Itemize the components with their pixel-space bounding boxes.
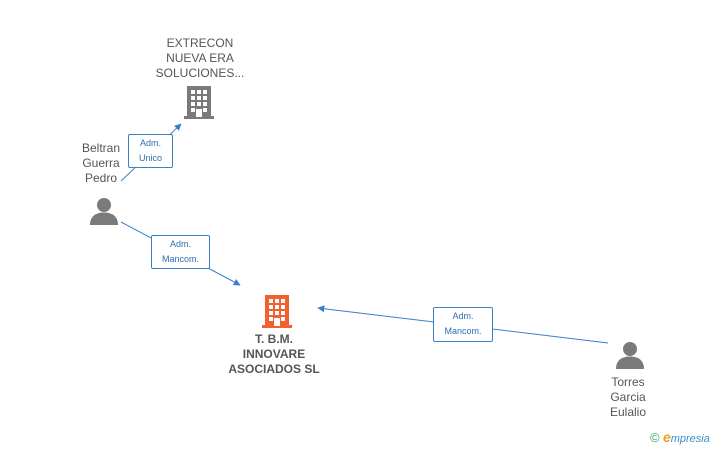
company-label-extrecon[interactable]: EXTRECON NUEVA ERA SOLUCIONES... xyxy=(155,36,245,80)
empresia-logo: © empresia xyxy=(650,429,710,445)
brand-rest: mpresia xyxy=(670,433,710,445)
copyright-symbol: © xyxy=(650,430,660,445)
edge-label-adm-mancom: Adm. Mancom. xyxy=(151,235,210,269)
edge-label-adm-mancom: Adm. Mancom. xyxy=(433,307,493,342)
edge-label-adm-unico: Adm. Unico xyxy=(128,134,173,168)
company-label-tbm[interactable]: T. B.M. INNOVARE ASOCIADOS SL xyxy=(228,332,320,376)
person-label-torres[interactable]: Torres Garcia Eulalio xyxy=(609,375,647,419)
person-icon[interactable] xyxy=(615,341,645,369)
building-icon[interactable] xyxy=(261,294,293,328)
building-icon[interactable] xyxy=(183,85,215,119)
person-icon[interactable] xyxy=(89,197,119,225)
brand-e: e xyxy=(662,429,671,445)
person-label-beltran[interactable]: Beltran Guerra Pedro xyxy=(81,141,121,185)
